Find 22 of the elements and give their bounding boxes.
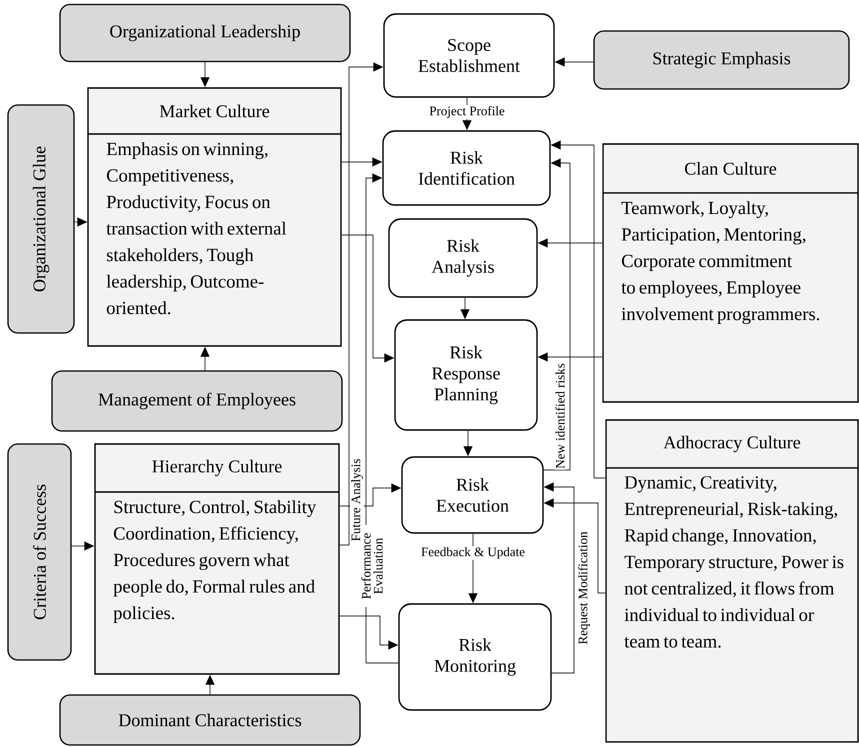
culture-box: Market Culture Emphasis on winning, Competitiveness, Productivity, Focus on transaction with external stakeholders, Tough leadership, Outcome-oriented. (87, 87, 342, 347)
category-box: Strategic Emphasis (593, 30, 850, 90)
category-box: Criteria of Success (7, 443, 72, 661)
category-box: Organizational Glue (7, 104, 75, 334)
process-box: Risk Identification (382, 130, 551, 206)
edge-label: Project Profile (428, 105, 506, 119)
process-box: Risk Response Planning (394, 319, 538, 431)
process-box: Scope Establishment (383, 13, 555, 98)
edge-label: Performance Evaluation (360, 525, 384, 607)
edge-label: New identified risks (554, 362, 566, 470)
edge-label: Feedback & Update (420, 546, 526, 560)
process-box: Risk Analysis (388, 218, 538, 298)
culture-box: Adhocracy Culture Dynamic, Creativity, Entrepreneurial, Risk-taking, Rapid change, Innovation, Temporary structure, Power is not centralized, it flows from individual to individual or team to team. (605, 419, 859, 743)
edge-label: Future Analysis (350, 458, 364, 542)
category-box: Management of Employees (51, 370, 343, 432)
culture-box: Clan Culture Teamwork, Loyalty, Participation, Mentoring, Corporate commitment to employees, Employee involvement programmers. (602, 143, 859, 403)
culture-box: Hierarchy Culture Structure, Control, Stability Coordination, Efficiency, Procedures govern what people do, Formal rules and policies. (94, 443, 340, 675)
category-box: Dominant Characteristics (59, 694, 361, 746)
category-box: Organizational Leadership (59, 4, 351, 62)
process-box: Risk Execution (401, 456, 544, 534)
edge-label: Request Modification (577, 530, 591, 646)
process-box: Risk Monitoring (398, 603, 552, 711)
